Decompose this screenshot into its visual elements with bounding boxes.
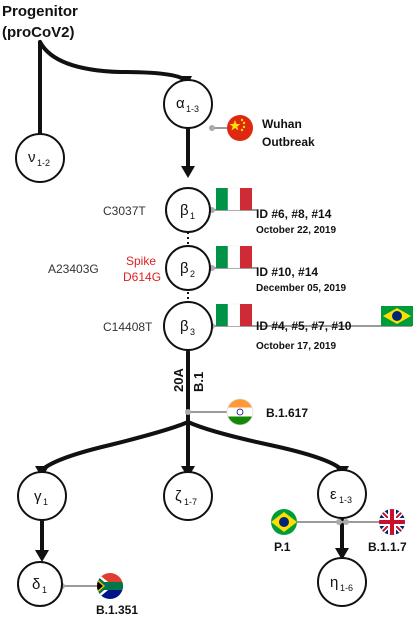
node-epsilon: ε 1-3	[317, 469, 367, 519]
svg-text:3: 3	[190, 327, 195, 337]
node-alpha: α 1-3	[163, 79, 213, 129]
svg-text:1-2: 1-2	[37, 158, 50, 168]
svg-text:ε: ε	[330, 486, 337, 503]
svg-text:α: α	[176, 95, 185, 112]
svg-text:δ: δ	[32, 576, 40, 593]
beta2-date: December 05, 2019	[256, 283, 347, 294]
south-africa-flag-icon	[97, 573, 123, 599]
svg-text:1-3: 1-3	[186, 104, 199, 114]
beta3-date: October 17, 2019	[256, 341, 336, 352]
spike-label: Spike	[126, 254, 156, 268]
svg-text:1: 1	[43, 497, 48, 507]
svg-text:ζ: ζ	[175, 488, 182, 505]
china-flag-icon	[227, 115, 253, 141]
svg-text:2: 2	[190, 269, 195, 279]
node-delta: δ 1	[17, 561, 63, 607]
junction-dot	[343, 519, 349, 525]
wuhan-label-1: Wuhan	[262, 117, 302, 131]
svg-text:β: β	[180, 202, 189, 219]
wuhan-label-2: Outbreak	[262, 135, 315, 149]
svg-text:1: 1	[190, 211, 195, 221]
india-flag-icon	[226, 398, 254, 426]
svg-text:β: β	[180, 318, 189, 335]
svg-text:1-7: 1-7	[184, 497, 197, 507]
node-gamma: γ 1	[17, 471, 67, 521]
node-zeta: ζ 1-7	[163, 471, 213, 521]
node-beta1: β 1	[165, 187, 211, 233]
arrowhead-beta1	[181, 166, 195, 178]
title-line2: (proCoV2)	[2, 24, 75, 41]
edge-hub-epsilon	[186, 420, 344, 472]
beta1-ids: ID #6, #8, #14	[256, 207, 332, 221]
svg-text:1-6: 1-6	[340, 583, 353, 593]
lineage-b1617: B.1.617	[266, 406, 308, 420]
svg-text:γ: γ	[34, 488, 42, 505]
mutation-c14408t: C14408T	[103, 320, 153, 334]
uk-flag-icon	[379, 509, 405, 535]
mutation-c3037t: C3037T	[103, 204, 146, 218]
edge-progenitor-alpha	[38, 40, 187, 82]
node-eta: η 1-6	[317, 557, 367, 607]
edge-hub-gamma	[40, 420, 190, 472]
mutation-a23403g: A23403G	[48, 262, 99, 276]
svg-text:η: η	[330, 574, 338, 591]
italy-flag-icon	[216, 245, 252, 269]
junction-dot	[185, 409, 191, 415]
spike-mutation: D614G	[123, 270, 161, 284]
arrowhead-eta	[335, 548, 349, 560]
junction-dot	[336, 519, 342, 525]
node-beta3: β 3	[163, 301, 213, 351]
beta2-ids: ID #10, #14	[256, 265, 318, 279]
junction-dot	[209, 125, 215, 131]
brazil-flag-icon	[271, 509, 297, 535]
lineage-b117: B.1.1.7	[368, 540, 407, 554]
clade-20a: 20A	[171, 368, 186, 392]
svg-text:1: 1	[42, 585, 47, 595]
beta3-ids: ID #4, #5, #7, #10	[256, 319, 352, 333]
node-beta2: β 2	[165, 245, 211, 291]
lineage-b1351: B.1.351	[96, 603, 138, 617]
brazil-flag-icon	[381, 306, 413, 326]
italy-flag-icon	[216, 187, 252, 211]
lineage-b1: B.1	[191, 372, 206, 392]
lineage-p1: P.1	[274, 540, 291, 554]
svg-text:1-3: 1-3	[339, 495, 352, 505]
svg-text:ν: ν	[28, 149, 36, 166]
beta1-date: October 22, 2019	[256, 225, 336, 236]
svg-text:β: β	[180, 260, 189, 277]
italy-flag-icon	[216, 303, 252, 327]
title-line1: Progenitor	[2, 3, 78, 20]
node-nu: ν 1-2	[15, 133, 65, 183]
arrowhead-delta	[35, 550, 49, 562]
